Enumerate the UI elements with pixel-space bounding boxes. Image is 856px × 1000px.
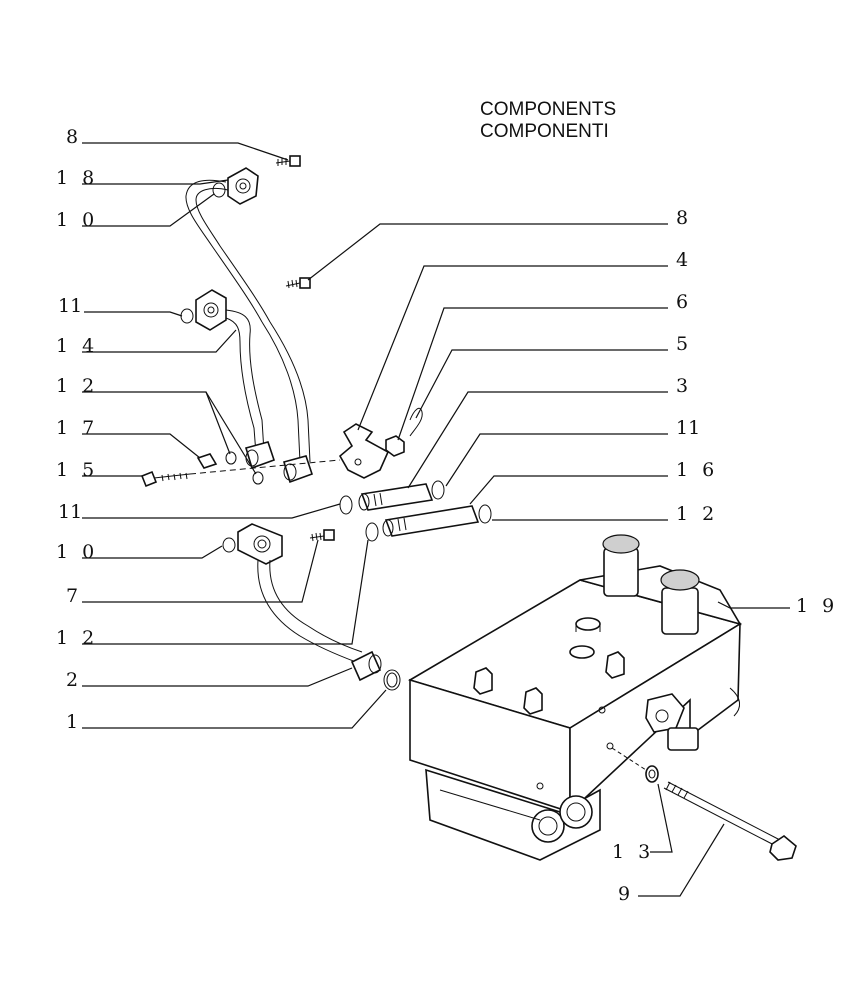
cotter-pin-5: [409, 407, 423, 437]
oring-12-mid-right: [478, 504, 492, 524]
plug-17: [196, 453, 218, 469]
oring-10-upper: [212, 182, 226, 198]
callout-8-top: 8: [66, 126, 82, 148]
long-bolt-9: [663, 781, 797, 861]
title-componenti: COMPONENTI: [480, 121, 609, 142]
callout-11-mid: 11: [58, 501, 82, 523]
callout-6: 6: [676, 291, 692, 313]
valve-block-19: [408, 534, 742, 861]
upper-pipe-assembly: [185, 167, 314, 484]
tube-3: [358, 483, 434, 511]
callout-9: 9: [618, 883, 634, 905]
callout-11-right: 11: [676, 417, 700, 439]
callout-8-right: 8: [676, 207, 692, 229]
callout-12-right: 1 2: [676, 503, 718, 525]
bolt-7: [309, 529, 335, 542]
callout-7: 7: [66, 585, 82, 607]
callout-3: 3: [676, 375, 692, 397]
clip-1: [383, 669, 401, 691]
bracket-4: [338, 423, 390, 479]
callout-11-upper: 11: [58, 295, 82, 317]
callout-12-lower: 1 2: [56, 627, 98, 649]
lower-pipe-assembly: [237, 523, 382, 682]
tube-16: [382, 505, 480, 537]
callout-10-upper: 1 0: [56, 209, 98, 231]
oring-11-upper: [180, 308, 194, 324]
callout-labels: 8 1 8 1 0 11 1 4 1 2 1 7 1 5 11 1 0 7 1 …: [56, 126, 838, 905]
oring-11-mid-left: [339, 495, 353, 515]
callout-19: 1 9: [796, 595, 838, 617]
callout-17: 1 7: [56, 417, 98, 439]
callout-2: 2: [66, 669, 82, 691]
leader-lines: [82, 142, 790, 897]
callout-1: 1: [66, 711, 82, 733]
oring-12-mid-left: [365, 522, 379, 542]
callout-4: 4: [676, 249, 692, 271]
nut-6: [385, 435, 405, 457]
callout-12-upper: 1 2: [56, 375, 98, 397]
callout-13: 1 3: [612, 841, 654, 863]
callout-15: 1 5: [56, 459, 98, 481]
bolt-15: [140, 459, 341, 488]
oring-11-mid-right: [431, 480, 445, 500]
clip-1-inner: [386, 672, 398, 688]
bolt-8-middle: [285, 277, 311, 289]
callout-16: 1 6: [676, 459, 718, 481]
oring-12-upper: [225, 451, 237, 465]
title-components: COMPONENTS: [480, 99, 616, 120]
callout-10-lower: 1 0: [56, 541, 98, 563]
callout-5: 5: [676, 333, 692, 355]
oring-12-lower: [252, 471, 264, 485]
washer-13-inner: [648, 769, 656, 779]
oring-10-lower: [222, 537, 236, 553]
washer-13: [645, 765, 659, 783]
callout-18: 1 8: [56, 167, 98, 189]
callout-14: 1 4: [56, 335, 98, 357]
